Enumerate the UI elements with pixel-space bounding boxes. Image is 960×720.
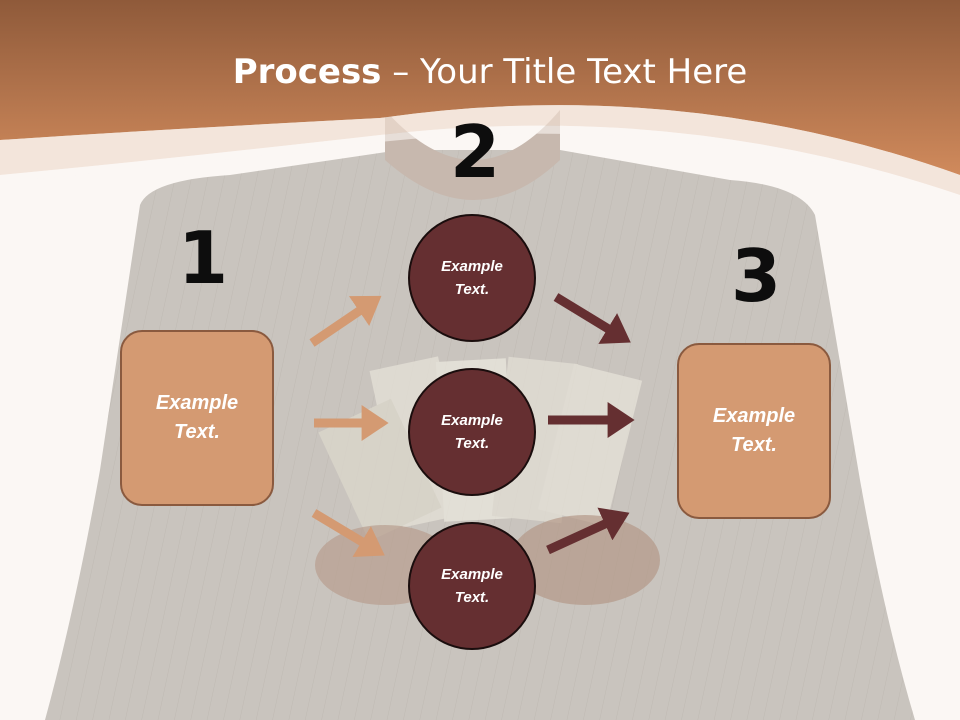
circle-3-line1: Example <box>441 566 503 583</box>
left-box-line2: Text. <box>174 421 220 443</box>
right-box-line2: Text. <box>731 434 777 456</box>
arrow-from-circle-3 <box>546 507 630 555</box>
circle-2: Example Text. <box>408 368 536 496</box>
arrow-to-circle-3 <box>311 509 385 558</box>
step-number-1: 1 <box>178 216 229 300</box>
right-box: Example Text. <box>677 343 831 519</box>
circle-3-line2: Text. <box>454 589 490 606</box>
title-bold: Process <box>232 52 382 92</box>
left-box: Example Text. <box>120 330 274 506</box>
arrow-to-circle-1 <box>309 295 382 347</box>
left-box-line1: Example <box>155 392 239 414</box>
circle-2-line2: Text. <box>454 435 490 452</box>
circle-3: Example Text. <box>408 522 536 650</box>
step-number-3: 3 <box>731 234 782 318</box>
circle-1: Example Text. <box>408 214 536 342</box>
circle-1-line2: Text. <box>454 281 490 298</box>
step-number-2: 2 <box>450 110 501 194</box>
title-rest: – Your Title Text Here <box>381 52 748 92</box>
slide-title: Process – Your Title Text Here <box>0 52 960 92</box>
circle-2-line1: Example <box>441 412 503 429</box>
right-box-line1: Example <box>712 405 796 427</box>
circle-1-line1: Example <box>441 258 503 275</box>
arrow-from-circle-1 <box>553 293 631 344</box>
